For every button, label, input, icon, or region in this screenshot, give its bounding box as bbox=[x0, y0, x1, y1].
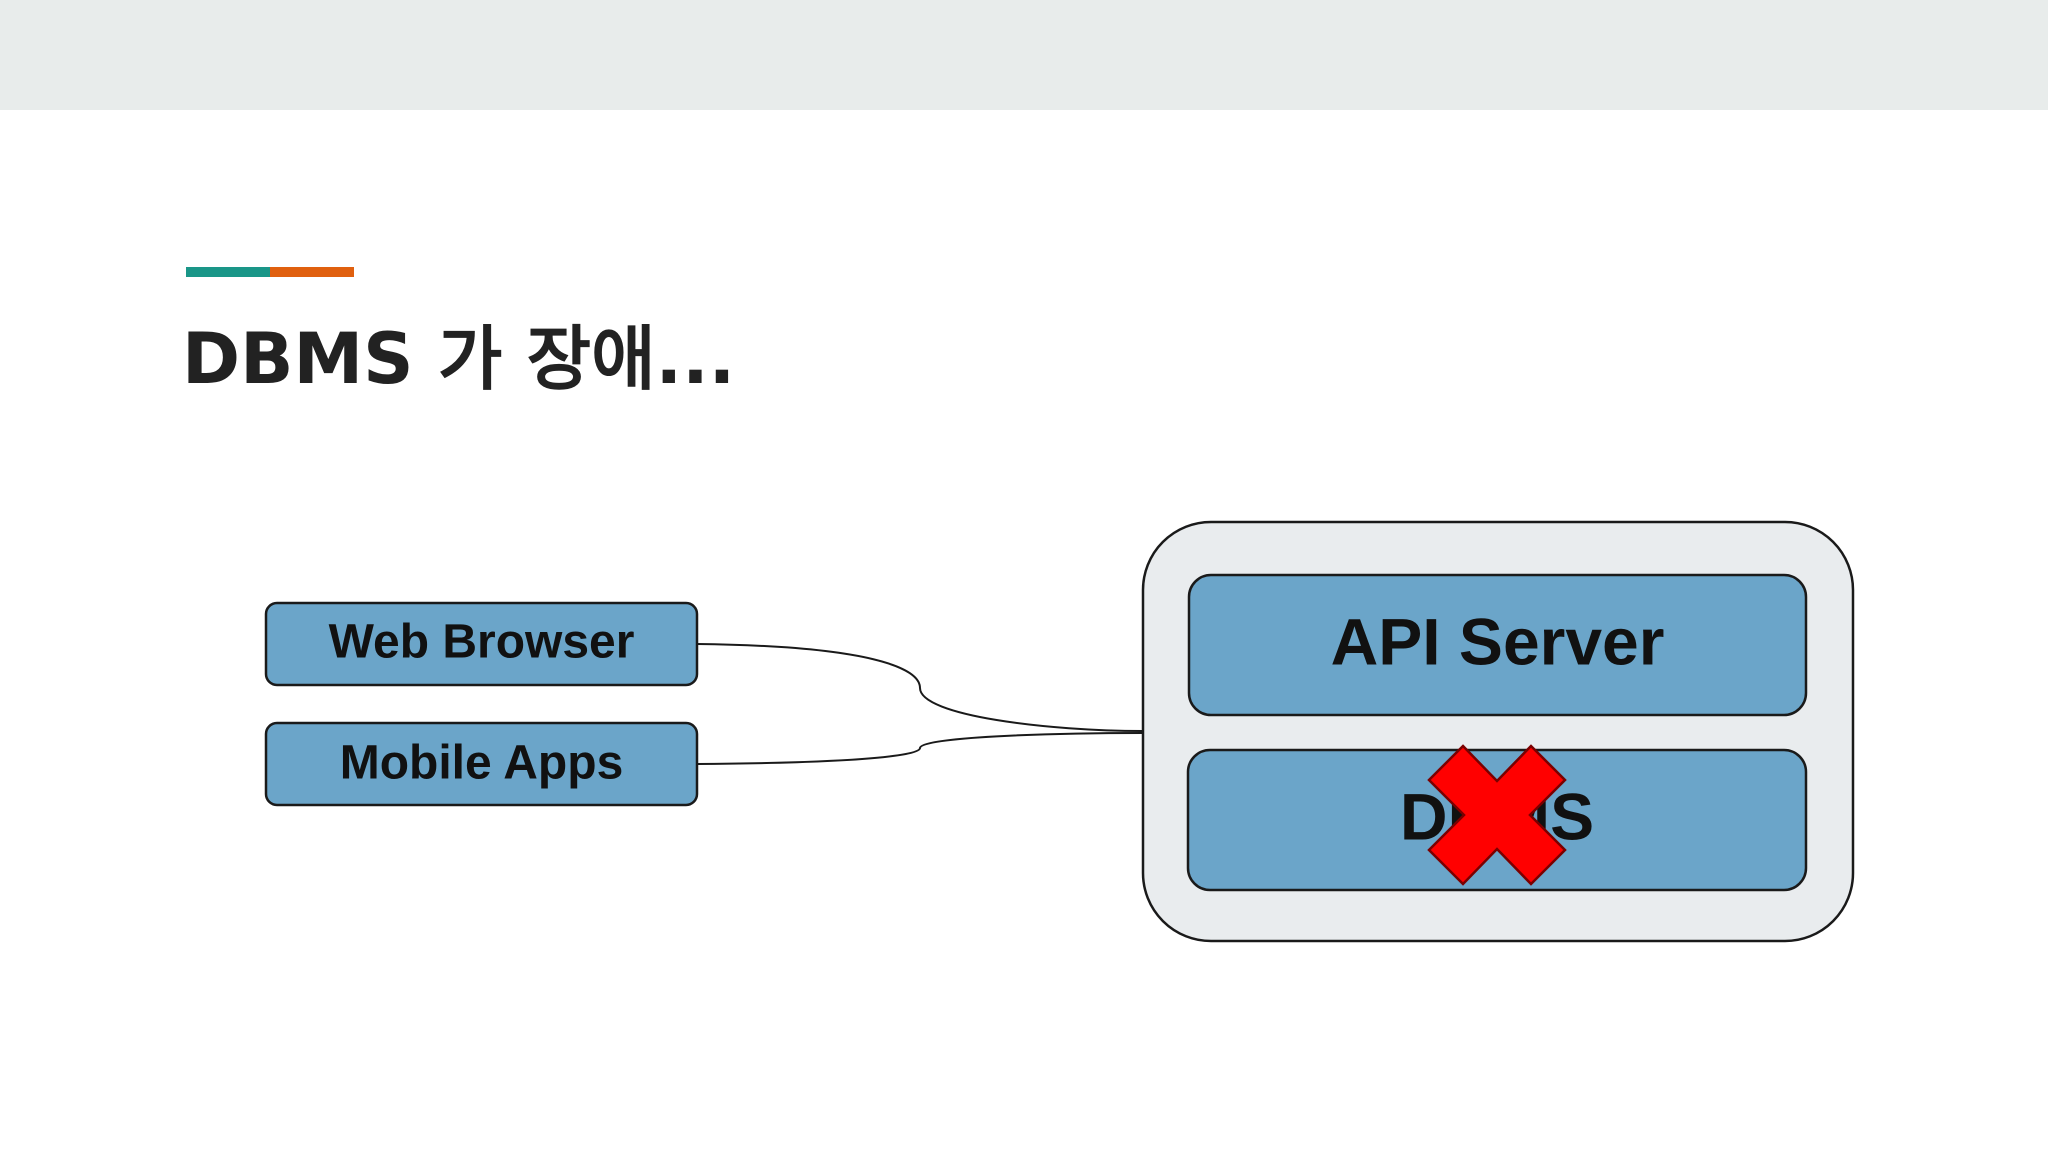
client-label-web-browser: Web Browser bbox=[329, 616, 635, 669]
connector-web-browser bbox=[696, 643, 1144, 732]
client-label-mobile-apps: Mobile Apps bbox=[340, 737, 624, 790]
top-band bbox=[0, 0, 2048, 110]
slide-title: DBMS 가 장애... bbox=[182, 318, 736, 400]
client-box-mobile-apps: Mobile Apps bbox=[264, 721, 699, 807]
api-server-box: API Server bbox=[1187, 573, 1808, 717]
client-box-web-browser-shape bbox=[264, 601, 699, 687]
client-box-web-browser: Web Browser bbox=[264, 601, 699, 687]
connector-mobile-apps bbox=[696, 732, 1144, 765]
api-server-box-shape bbox=[1187, 573, 1808, 717]
red-x-icon bbox=[1427, 744, 1567, 886]
client-box-mobile-apps-shape bbox=[264, 721, 699, 807]
title-accent-orange bbox=[270, 267, 354, 277]
api-server-label: API Server bbox=[1331, 604, 1665, 678]
title-accent-teal bbox=[186, 267, 270, 277]
